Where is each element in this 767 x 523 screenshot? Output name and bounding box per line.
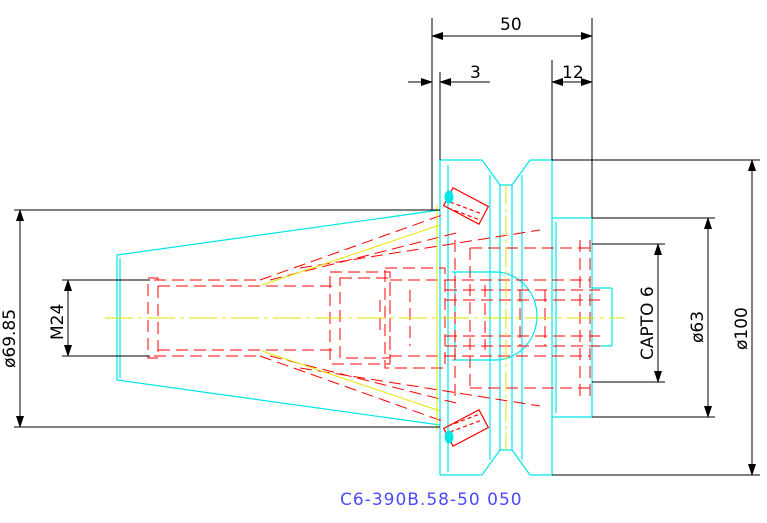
dimensions bbox=[14, 18, 760, 476]
drawbar-head bbox=[452, 271, 538, 361]
dim-text-dia69: ø69.85 bbox=[0, 309, 20, 368]
dim-text-12: 12 bbox=[562, 63, 584, 83]
v-groove-top bbox=[481, 159, 531, 186]
part-number-label: C6-390B.58-50 050 bbox=[340, 490, 523, 510]
part-outline bbox=[116, 159, 613, 476]
hidden-lines bbox=[118, 213, 600, 423]
dim-text-50: 50 bbox=[500, 15, 522, 35]
dim-text-capto: CAPTO 6 bbox=[638, 286, 658, 360]
dim-text-3: 3 bbox=[470, 63, 481, 83]
v-groove-bottom bbox=[481, 449, 531, 476]
dim-text-m24: M24 bbox=[48, 304, 68, 340]
dim-text-dia63: ø63 bbox=[688, 311, 708, 343]
dim-text-dia100: ø100 bbox=[732, 307, 752, 350]
center-lines bbox=[105, 185, 625, 450]
